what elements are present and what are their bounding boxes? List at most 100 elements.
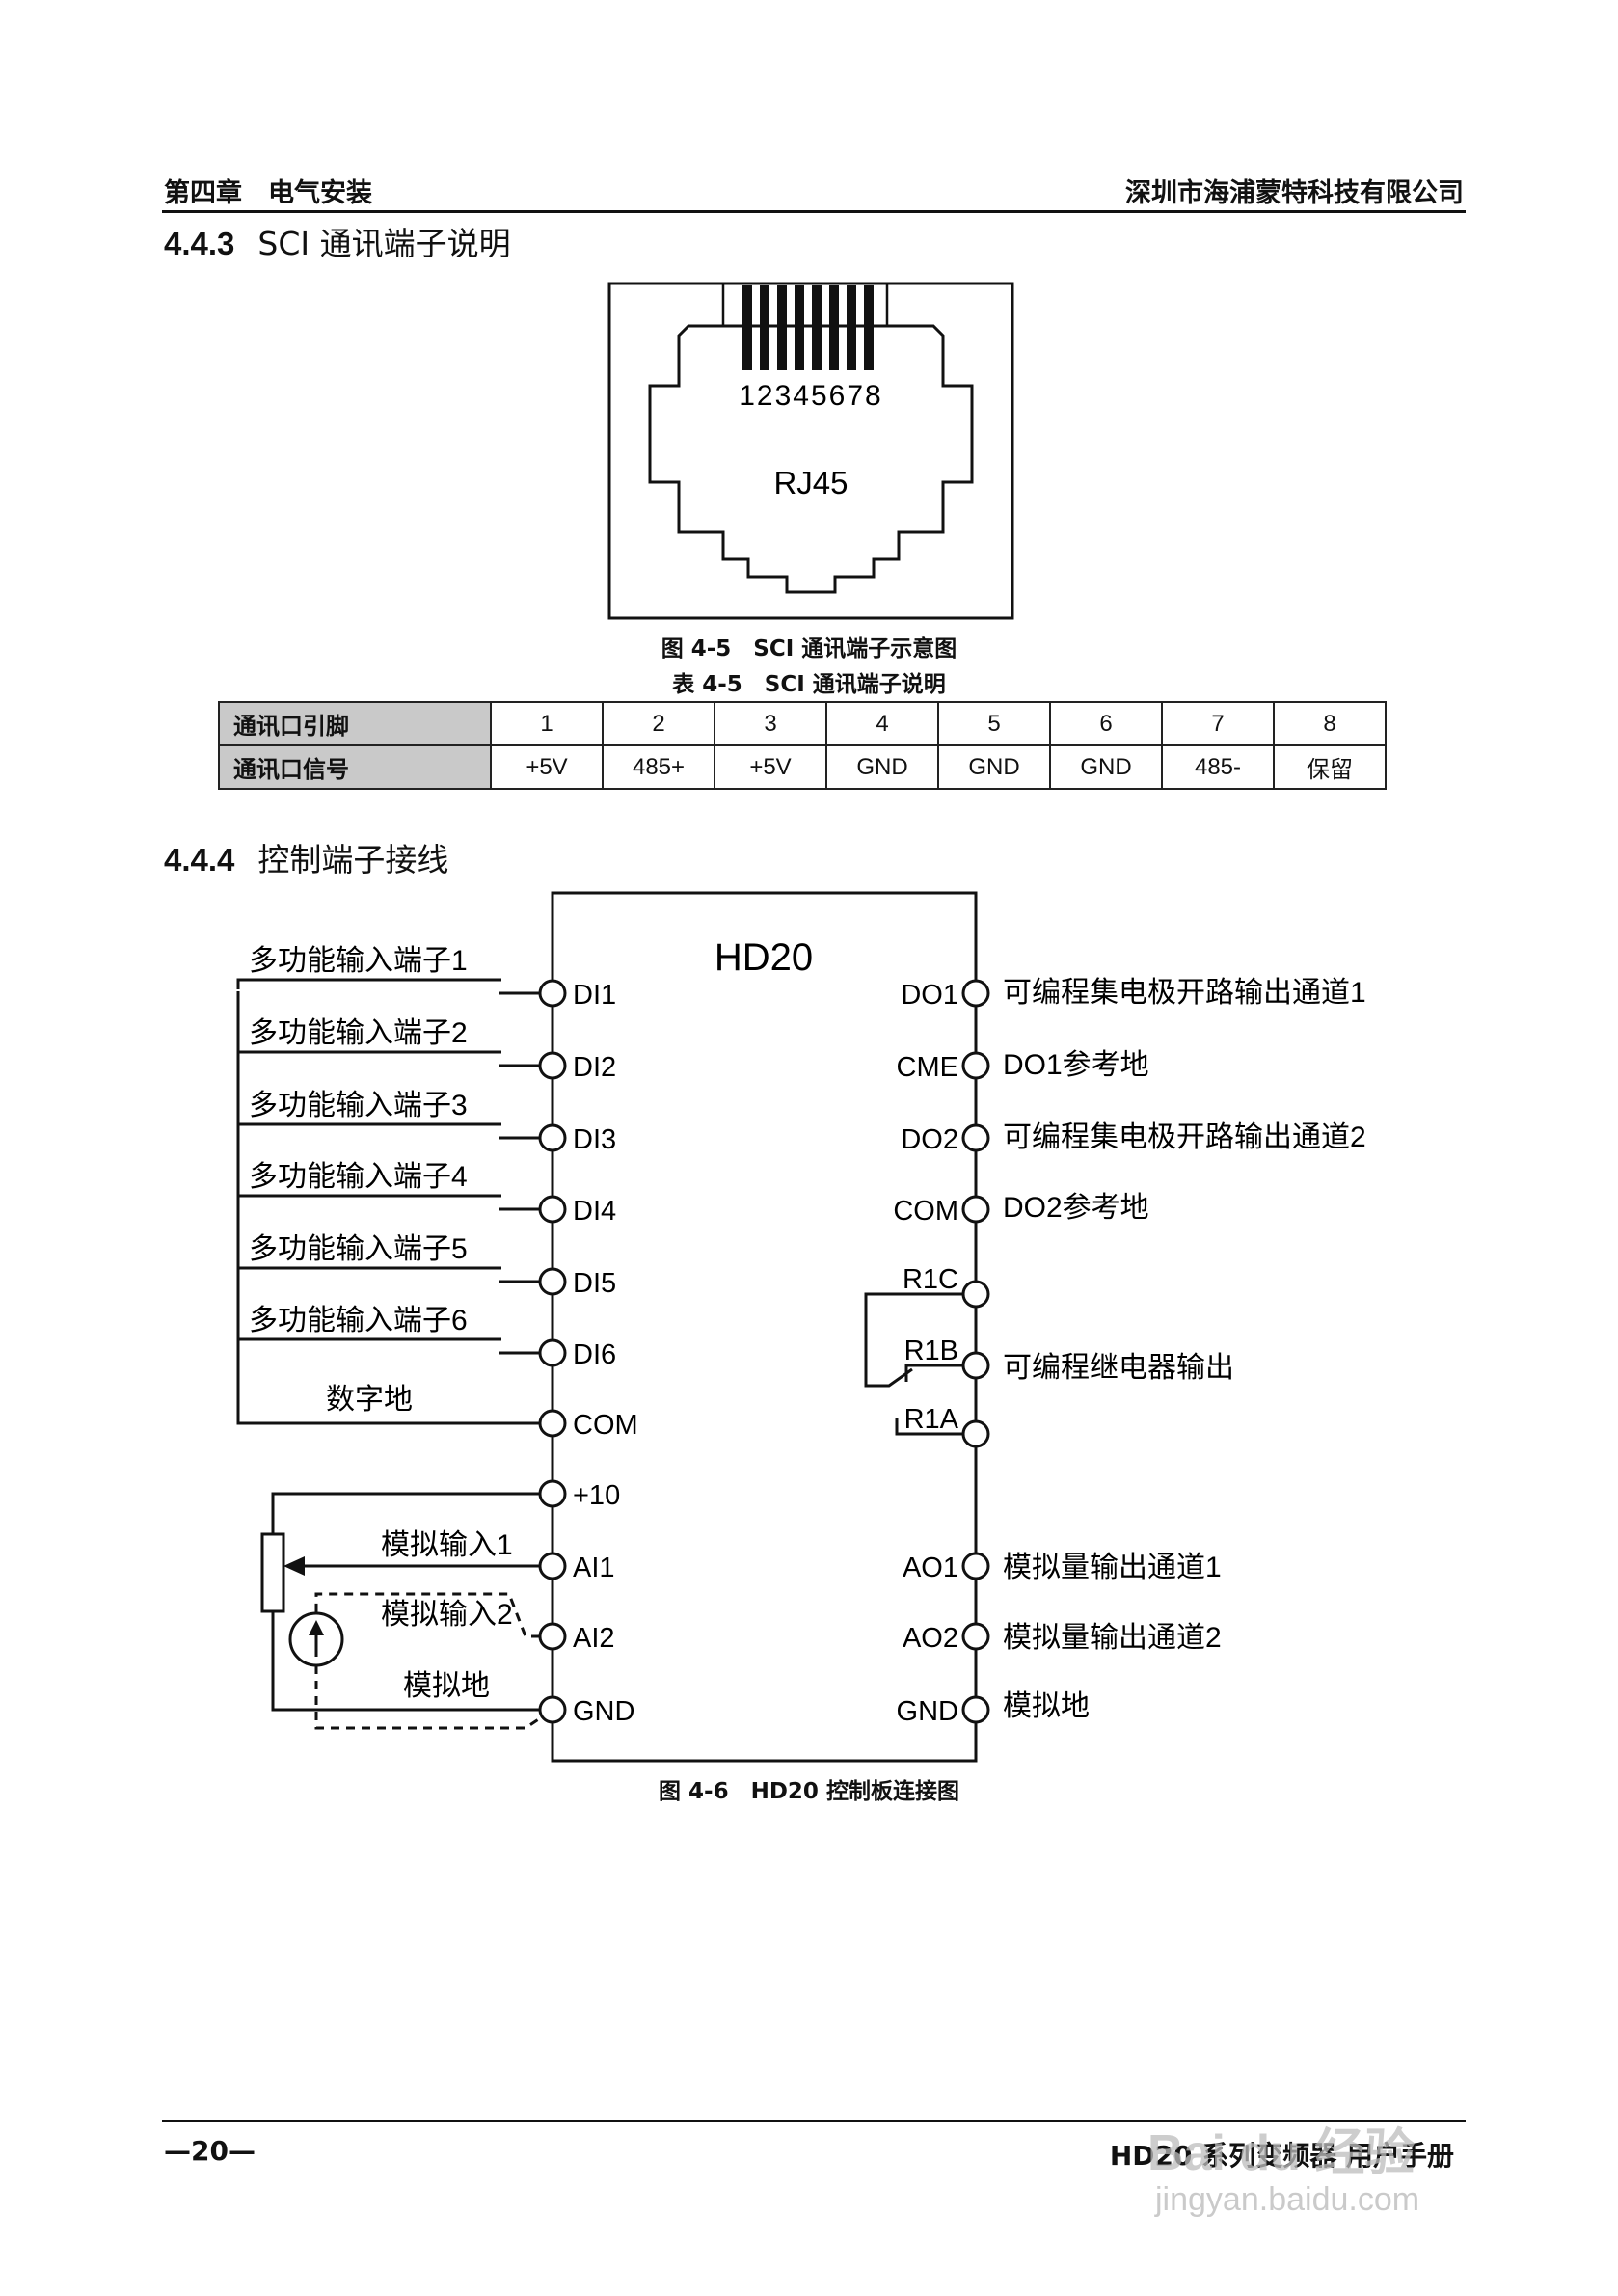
terminal-label: +10	[573, 1480, 620, 1511]
ao2-description: 模拟量输出通道2	[1003, 1622, 1222, 1654]
table-cell: 7	[1161, 701, 1275, 746]
switch-lever	[236, 978, 501, 989]
figure-caption-4-6: 图 4-6 HD20 控制板连接图	[659, 1779, 959, 1804]
analog-input2-label: 模拟输入2	[381, 1599, 513, 1631]
table-cell: 6	[1049, 701, 1163, 746]
terminal-label: R1C	[903, 1264, 958, 1295]
rj45-contact-pins	[742, 285, 874, 370]
section-title: SCI 通讯端子说明	[257, 225, 511, 262]
switch-lever	[236, 1122, 501, 1134]
rj45-diagram: 12345678 RJ45	[607, 282, 1014, 620]
header-rule	[162, 210, 1466, 213]
relay-nc-wire	[904, 1364, 976, 1382]
do2-description: 可编程集电极开路输出通道2	[1003, 1121, 1366, 1153]
table-cell: GND	[825, 744, 939, 790]
terminal-label: CME	[897, 1052, 958, 1083]
table-cell: +5V	[490, 744, 604, 790]
section-number: 4.4.3	[164, 226, 235, 261]
footer-rule	[162, 2120, 1466, 2122]
digital-input-label: 多功能输入端子6	[249, 1305, 468, 1337]
terminal-di3-left	[538, 1123, 567, 1152]
table-caption-4-5: 表 4-5 SCI 通讯端子说明	[672, 672, 946, 697]
digital-input-label: 多功能输入端子5	[249, 1233, 468, 1265]
terminal-di6-left	[538, 1338, 567, 1367]
terminal-label: AO1	[903, 1553, 958, 1583]
terminal-plus10-left	[538, 1479, 567, 1508]
terminal-label: COM	[573, 1410, 638, 1441]
table-cell: 保留	[1273, 744, 1387, 790]
page-number: —20—	[164, 2135, 256, 2167]
terminal-label: AI2	[573, 1623, 615, 1654]
table-row: 通讯口信号 +5V 485+ +5V GND GND GND 485- 保留	[218, 744, 1387, 790]
terminal-do1-right	[961, 979, 990, 1008]
table-cell: GND	[937, 744, 1051, 790]
sci-terminal-table: 通讯口引脚 1 2 3 4 5 6 7 8 通讯口信号 +5V 485+ +5V…	[218, 701, 1387, 790]
rj45-pin-7	[847, 285, 856, 370]
terminal-r1c-right	[961, 1280, 990, 1309]
terminal-di1-left	[538, 979, 567, 1008]
table-cell: 5	[937, 701, 1051, 746]
switch-lever	[236, 1337, 501, 1349]
terminal-label: DI1	[573, 980, 616, 1011]
table-cell: 4	[825, 701, 939, 746]
rj45-pin-5	[812, 285, 822, 370]
rj45-outer-frame	[607, 282, 1014, 620]
watermark-url: jingyan.baidu.com	[1155, 2181, 1420, 2218]
relay-description: 可编程继电器输出	[1003, 1352, 1234, 1384]
relay-no-wire	[895, 1418, 976, 1436]
terminal-do2-right	[961, 1123, 990, 1152]
table-cell: 1	[490, 701, 604, 746]
manual-title: HD20 系列变频器 用户手册	[1109, 2140, 1454, 2172]
board-outline	[551, 891, 978, 1763]
rj45-pin-6	[829, 285, 839, 370]
relay-common-wire	[864, 1292, 976, 1388]
switch-lever	[236, 1050, 501, 1062]
figure-caption-4-5: 图 4-5 SCI 通讯端子示意图	[661, 636, 957, 662]
current-source-symbol	[288, 1611, 344, 1667]
terminal-label: GND	[573, 1696, 634, 1727]
analog-ground-label-left: 模拟地	[403, 1670, 490, 1702]
table-cell: 8	[1273, 701, 1387, 746]
terminal-cme-right	[961, 1051, 990, 1080]
potentiometer	[260, 1532, 285, 1613]
terminal-gnd-left	[538, 1695, 567, 1724]
cme-description: DO1参考地	[1003, 1049, 1149, 1081]
terminal-label: DI3	[573, 1124, 616, 1155]
current-source-arrow-head	[309, 1620, 324, 1635]
table-cell: 2	[602, 701, 715, 746]
section-title: 控制端子接线	[257, 841, 449, 878]
analog-input1-label: 模拟输入1	[381, 1529, 513, 1561]
terminal-gnd-right	[961, 1695, 990, 1724]
terminal-ao2-right	[961, 1622, 990, 1651]
digital-input-switches: 多功能输入端子1多功能输入端子2多功能输入端子3多功能输入端子4多功能输入端子5…	[236, 945, 540, 1355]
table-cell: GND	[1049, 744, 1163, 790]
gnd-description: 模拟地	[1003, 1690, 1090, 1722]
digital-ground-label: 数字地	[326, 1384, 413, 1416]
table-cell: +5V	[714, 744, 827, 790]
digital-input-label: 多功能输入端子2	[249, 1017, 468, 1049]
terminal-di5-left	[538, 1267, 567, 1296]
terminal-label: GND	[897, 1696, 958, 1727]
terminal-label: DO1	[901, 980, 958, 1011]
terminal-label: DI6	[573, 1339, 616, 1370]
digital-input-label: 多功能输入端子3	[249, 1090, 468, 1121]
ao1-description: 模拟量输出通道1	[1003, 1552, 1222, 1583]
control-board-diagram: 多功能输入端子1多功能输入端子2多功能输入端子3多功能输入端子4多功能输入端子5…	[236, 891, 1366, 1763]
section-heading-4-4-3: 4.4.3 SCI 通讯端子说明	[164, 218, 511, 264]
ai2-return-dashed-wire	[314, 1665, 541, 1730]
terminal-ai2-left	[538, 1622, 567, 1651]
table-row: 通讯口引脚 1 2 3 4 5 6 7 8	[218, 701, 1387, 746]
watermark-logo: Bai du 经验	[1147, 2125, 1416, 2181]
analog-ground-wire	[271, 1611, 540, 1712]
board-label: HD20	[715, 936, 813, 979]
terminal-label: COM	[893, 1196, 958, 1227]
terminal-di4-left	[538, 1195, 567, 1224]
terminal-label: AI1	[573, 1553, 615, 1583]
company-header: 深圳市海浦蒙特科技有限公司	[1125, 178, 1464, 208]
do1-description: 可编程集电极开路输出通道1	[1003, 977, 1366, 1009]
terminal-di2-left	[538, 1051, 567, 1080]
table-cell: 3	[714, 701, 827, 746]
plus10-wire	[271, 1492, 540, 1534]
rj45-pin-numbers: 12345678	[739, 380, 882, 412]
